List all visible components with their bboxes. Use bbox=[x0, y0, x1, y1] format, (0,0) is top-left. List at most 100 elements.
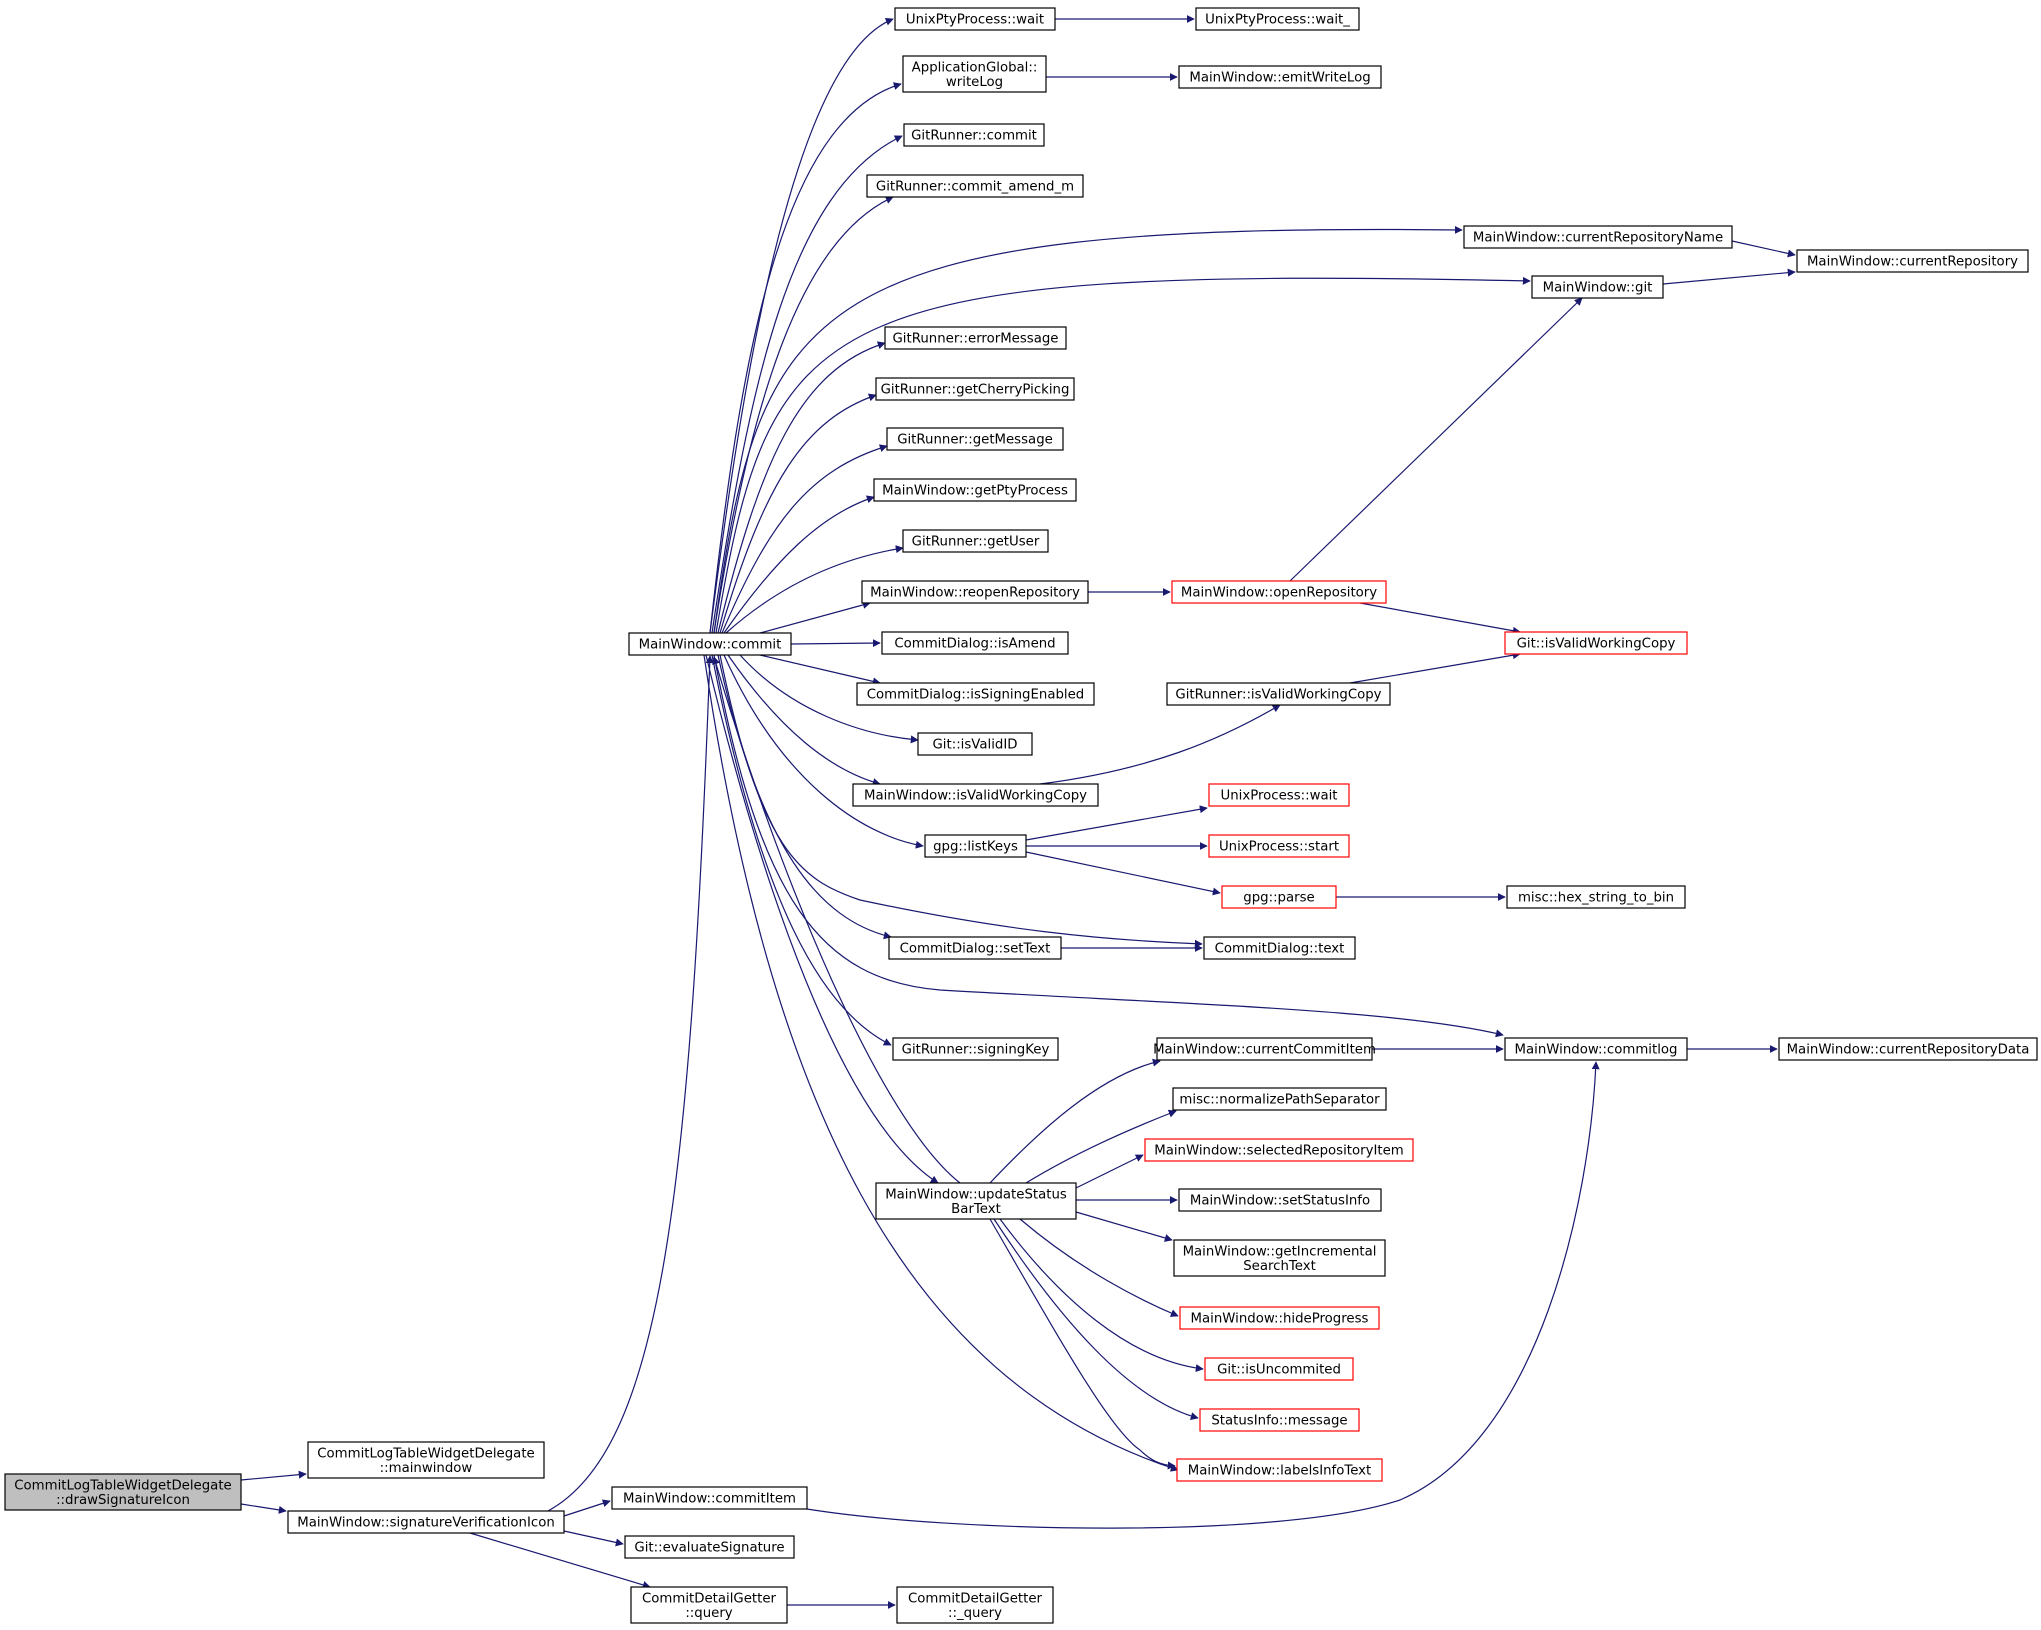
node-cdText[interactable]: CommitDialog::text bbox=[1203, 936, 1356, 960]
node-label: UnixProcess::start bbox=[1219, 840, 1339, 855]
edge-commit-to-listKeys bbox=[723, 654, 924, 849]
node-label: CommitDialog::text bbox=[1215, 942, 1345, 957]
node-grAmend[interactable]: GitRunner::commit_amend_m bbox=[866, 174, 1084, 198]
node-label: MainWindow::updateStatus bbox=[885, 1187, 1067, 1202]
node-labelsInfo[interactable]: MainWindow::labelsInfoText bbox=[1176, 1458, 1383, 1482]
node-evalSig[interactable]: Git::evaluateSignature bbox=[624, 1535, 795, 1559]
node-mwGit[interactable]: MainWindow::git bbox=[1531, 275, 1664, 299]
node-box bbox=[917, 732, 1033, 756]
node-box bbox=[1208, 834, 1350, 858]
node-box bbox=[892, 1037, 1059, 1061]
edge-sigicon-to-commit bbox=[547, 655, 714, 1512]
node-gitValidID[interactable]: Git::isValidID bbox=[917, 732, 1033, 756]
node-listKeys[interactable]: gpg::listKeys bbox=[924, 834, 1027, 858]
node-writeLog[interactable]: ApplicationGlobal::writeLog bbox=[902, 55, 1047, 93]
edge-commit-to-grAmend bbox=[713, 196, 894, 634]
node-label: GitRunner::commit bbox=[911, 129, 1037, 144]
node-curRepoName[interactable]: MainWindow::currentRepositoryName bbox=[1463, 225, 1733, 249]
edge-commit-to-reopen bbox=[759, 601, 871, 634]
node-cdSign[interactable]: CommitDialog::isSigningEnabled bbox=[856, 682, 1095, 706]
node-grValidWC[interactable]: GitRunner::isValidWorkingCopy bbox=[1166, 682, 1391, 706]
node-cdgQuery[interactable]: CommitDetailGetter::query bbox=[630, 1586, 788, 1624]
edge-commitItem-to-commitlog bbox=[806, 1061, 1600, 1529]
node-box bbox=[1796, 249, 2029, 273]
node-mwPty[interactable]: MainWindow::getPtyProcess bbox=[873, 478, 1077, 502]
edge-listKeys-to-upWait bbox=[1025, 805, 1208, 841]
node-box bbox=[1171, 580, 1387, 604]
node-cdgQuery_[interactable]: CommitDetailGetter::_query bbox=[896, 1586, 1054, 1624]
node-openRepo[interactable]: MainWindow::openRepository bbox=[1171, 580, 1387, 604]
node-upWait[interactable]: UnixProcess::wait bbox=[1208, 783, 1350, 807]
node-gitValidWC[interactable]: Git::isValidWorkingCopy bbox=[1504, 631, 1688, 655]
node-grCommit[interactable]: GitRunner::commit bbox=[903, 123, 1045, 147]
node-curRepo[interactable]: MainWindow::currentRepository bbox=[1796, 249, 2029, 273]
node-label: UnixProcess::wait bbox=[1220, 789, 1337, 804]
node-box bbox=[896, 1586, 1054, 1624]
edge-sigicon-to-commitItem bbox=[563, 1499, 611, 1517]
node-box bbox=[924, 834, 1027, 858]
node-grSignKey[interactable]: GitRunner::signingKey bbox=[892, 1037, 1059, 1061]
node-label: misc::hex_string_to_bin bbox=[1518, 891, 1674, 906]
node-label: MainWindow::labelsInfoText bbox=[1188, 1464, 1372, 1479]
node-label: BarText bbox=[951, 1202, 1001, 1217]
node-box bbox=[624, 1535, 795, 1559]
edge-updSB-to-curCommitItem bbox=[989, 1058, 1161, 1184]
edge-commit-to-grErr bbox=[717, 341, 886, 634]
node-grUser[interactable]: GitRunner::getUser bbox=[902, 529, 1049, 553]
node-commitlog[interactable]: MainWindow::commitlog bbox=[1504, 1037, 1688, 1061]
node-hex[interactable]: misc::hex_string_to_bin bbox=[1506, 885, 1686, 909]
node-box bbox=[1221, 885, 1337, 909]
node-commit[interactable]: MainWindow::commit bbox=[628, 632, 792, 656]
node-curCommitItem[interactable]: MainWindow::currentCommitItem bbox=[1153, 1037, 1376, 1061]
edge-commit-to-mwValidWC bbox=[727, 654, 881, 786]
node-box bbox=[1178, 65, 1382, 89]
node-uptyWait_[interactable]: UnixPtyProcess::wait_ bbox=[1195, 7, 1360, 31]
node-box bbox=[1531, 275, 1664, 299]
node-grMsg[interactable]: GitRunner::getMessage bbox=[886, 427, 1064, 451]
node-normPath[interactable]: misc::normalizePathSeparator bbox=[1172, 1087, 1387, 1111]
node-box bbox=[1203, 936, 1356, 960]
edge-updSB-to-incSearch bbox=[1075, 1211, 1173, 1242]
node-label: misc::normalizePathSeparator bbox=[1179, 1093, 1380, 1108]
node-grErr[interactable]: GitRunner::errorMessage bbox=[884, 326, 1067, 350]
node-hideProg[interactable]: MainWindow::hideProgress bbox=[1179, 1306, 1380, 1330]
node-box bbox=[287, 1510, 565, 1534]
node-cdAmend[interactable]: CommitDialog::isAmend bbox=[881, 631, 1069, 655]
node-label: CommitDetailGetter bbox=[642, 1591, 776, 1606]
edge-commit-to-writeLog bbox=[709, 82, 902, 634]
node-gpgParse[interactable]: gpg::parse bbox=[1221, 885, 1337, 909]
node-curRepoData[interactable]: MainWindow::currentRepositoryData bbox=[1778, 1037, 2038, 1061]
node-siMessage[interactable]: StatusInfo::message bbox=[1199, 1408, 1360, 1432]
node-isUncommited[interactable]: Git::isUncommited bbox=[1204, 1357, 1354, 1381]
edge-updSB-to-normPath bbox=[1025, 1109, 1177, 1184]
node-grCherry[interactable]: GitRunner::getCherryPicking bbox=[875, 377, 1075, 401]
node-setStatusInfo[interactable]: MainWindow::setStatusInfo bbox=[1178, 1188, 1382, 1212]
node-upStart[interactable]: UnixProcess::start bbox=[1208, 834, 1350, 858]
edge-commit-to-grSignKey bbox=[711, 654, 892, 1046]
node-box bbox=[902, 529, 1049, 553]
node-sigicon[interactable]: MainWindow::signatureVerificationIcon bbox=[287, 1510, 565, 1534]
node-label: ApplicationGlobal:: bbox=[912, 60, 1038, 75]
node-commitItem[interactable]: MainWindow::commitItem bbox=[611, 1486, 808, 1510]
node-label: MainWindow::currentRepositoryData bbox=[1787, 1043, 2030, 1058]
node-box bbox=[1778, 1037, 2038, 1061]
node-box bbox=[1504, 631, 1688, 655]
node-selRepoItem[interactable]: MainWindow::selectedRepositoryItem bbox=[1144, 1138, 1414, 1162]
node-box bbox=[628, 632, 792, 656]
node-box bbox=[875, 377, 1075, 401]
node-reopen[interactable]: MainWindow::reopenRepository bbox=[861, 580, 1089, 604]
node-label: Git::evaluateSignature bbox=[634, 1541, 784, 1556]
edge-openRepo-to-mwGit bbox=[1289, 297, 1583, 582]
node-label: MainWindow::currentCommitItem bbox=[1153, 1043, 1376, 1058]
node-cdSetText[interactable]: CommitDialog::setText bbox=[888, 936, 1062, 960]
node-emitWriteLog[interactable]: MainWindow::emitWriteLog bbox=[1178, 65, 1382, 89]
edge-listKeys-to-gpgParse bbox=[1025, 851, 1221, 896]
node-mwValidWC[interactable]: MainWindow::isValidWorkingCopy bbox=[852, 783, 1099, 807]
node-label: GitRunner::commit_amend_m bbox=[876, 180, 1074, 195]
node-mainwindow_getter[interactable]: CommitLogTableWidgetDelegate::mainwindow bbox=[307, 1441, 545, 1479]
node-box bbox=[888, 936, 1062, 960]
edge-commit-to-cdSign bbox=[759, 654, 881, 686]
node-uptyWait[interactable]: UnixPtyProcess::wait bbox=[894, 7, 1056, 31]
